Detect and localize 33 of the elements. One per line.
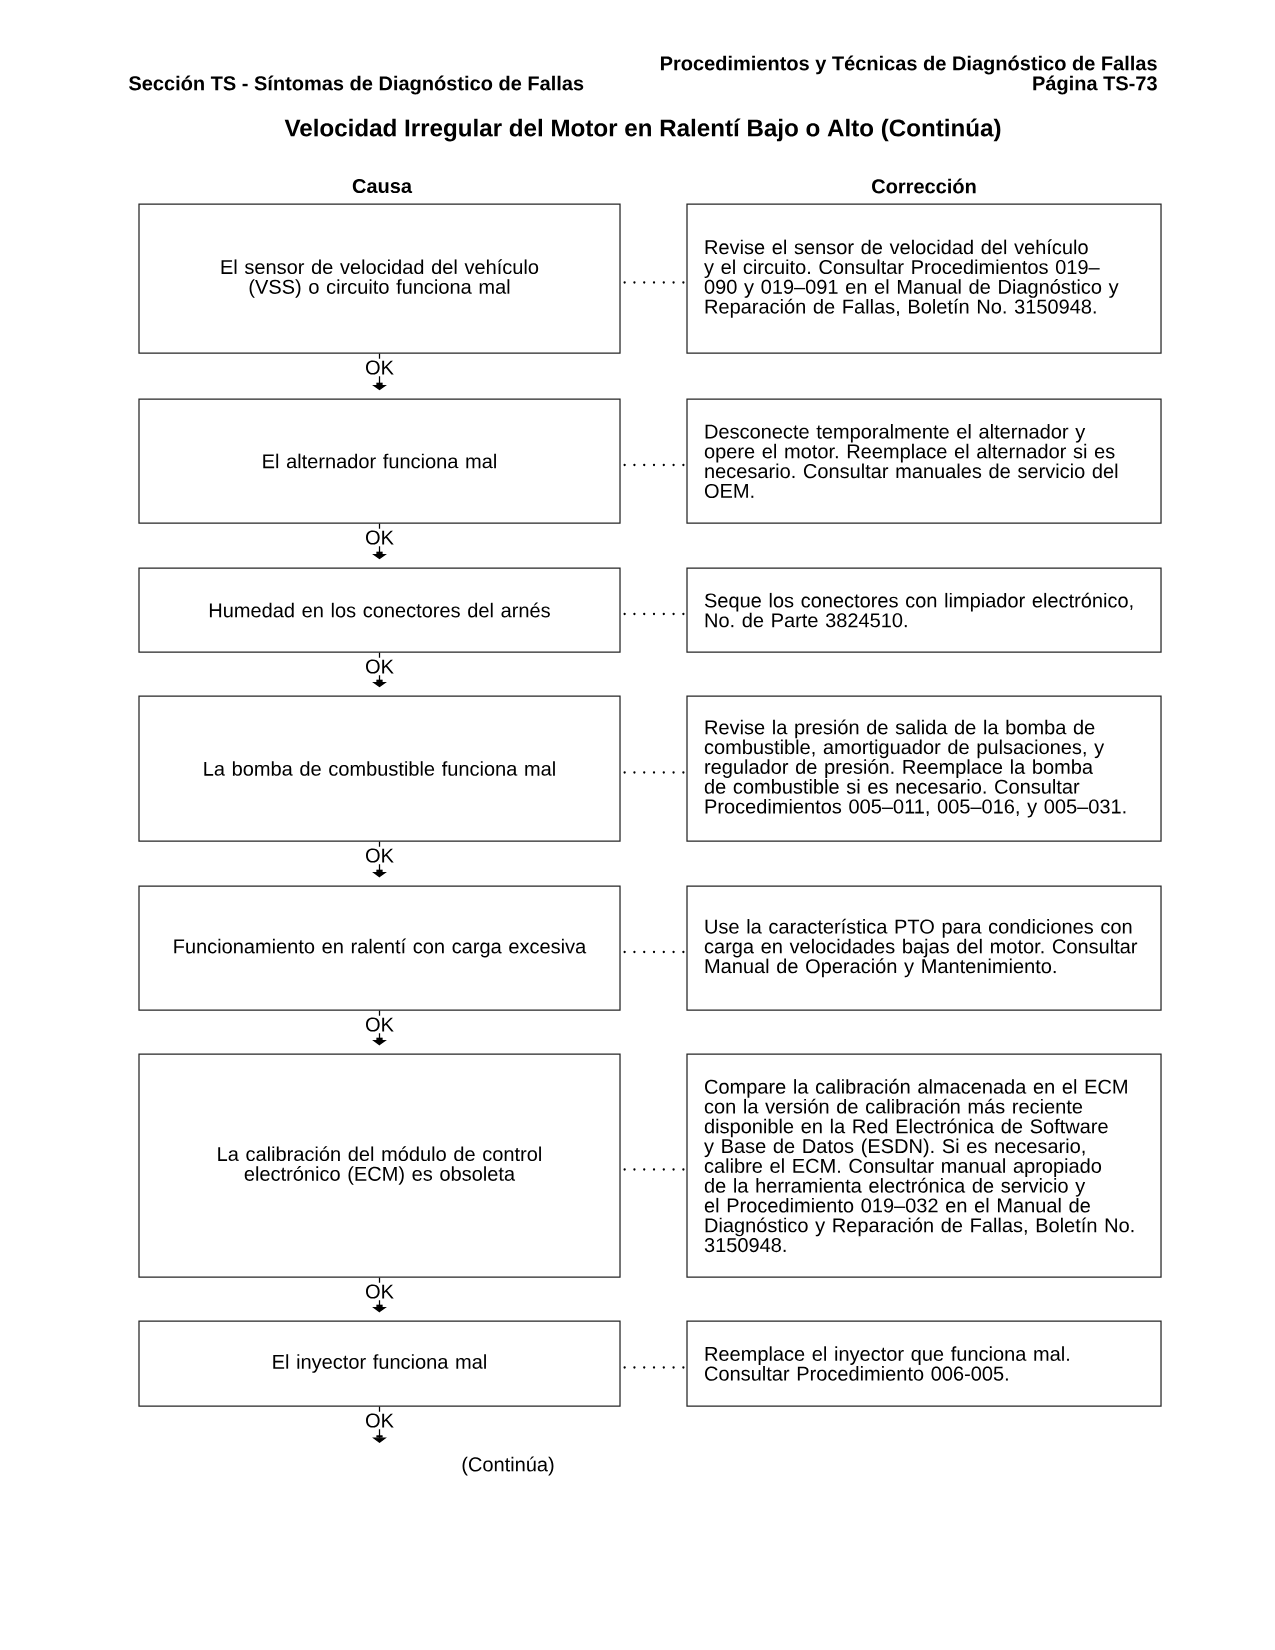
page-header: Sección TS - Síntomas de Diagnóstico de Fallas <box>129 75 584 95</box>
correction-box: Revise la presión de salida de la bomba de combustible, amortiguador de pulsaciones, y regulador de presión. Reemplace la bomba de combustible si es necesario. Consultar Procedimientos 005–011, 005–016, y 005–031. <box>686 695 1162 842</box>
page-header: Procedimientos y Técnicas de Diagnóstico de Fallas <box>661 55 1157 75</box>
cause-box: La calibración del módulo de control electrónico (ECM) es obsoleta <box>138 1053 621 1278</box>
correction-box: Seque los conectores con limpiador electrónico, No. de Parte 3824510. <box>686 567 1162 653</box>
cause-box: Funcionamiento en ralentí con carga excesiva <box>138 885 621 1011</box>
continuation-note: (Continúa) <box>462 1456 554 1476</box>
dotted-line <box>623 463 686 467</box>
edge-label: OK <box>363 528 396 547</box>
cause-box: El alternador funciona mal <box>138 398 621 524</box>
correction-box: Desconecte temporalmente el alternador y opere el motor. Reemplace el alternador si es necesario. Consultar manuales de servicio del OEM. <box>686 398 1162 524</box>
dotted-line <box>623 281 686 284</box>
title: Velocidad Irregular del Motor en Ralentí Bajo o Alto (Continúa) <box>284 118 1001 142</box>
edge-label: OK <box>363 1411 396 1430</box>
cause-box: Humedad en los conectores del arnés <box>138 567 621 653</box>
edge-label: OK <box>363 846 396 865</box>
dotted-line <box>623 1168 686 1171</box>
correction-box: Revise el sensor de velocidad del vehículo y el circuito. Consultar Procedimientos 019–090 y 019–091 en el Manual de Diagnóstico y Reparación de Fallas, Boletín No. 3150948. <box>686 203 1162 354</box>
cause-box: El inyector funciona mal <box>138 1320 621 1407</box>
edge-label: OK <box>363 1015 396 1034</box>
dotted-line <box>623 612 686 616</box>
dotted-line <box>623 771 686 774</box>
dotted-line <box>623 1366 686 1369</box>
edge-label: OK <box>363 1282 396 1301</box>
correction-box: Use la característica PTO para condiciones con carga en velocidades bajas del motor. Consultar Manual de Operación y Mantenimiento. <box>686 885 1162 1011</box>
correction-box: Reemplace el inyector que funciona mal. Consultar Procedimiento 006-005. <box>686 1320 1162 1407</box>
correction-box: Compare la calibración almacenada en el ECM con la versión de calibración más reciente disponible en la Red Electrónica de Software y Base de Datos (ESDN). Si es necesario, calibre el ECM. Consultar manual apropiado de la herramienta electrónica de servicio y el Procedimiento 019–032 en el Manual de Diagnóstico y Reparación de Fallas, Boletín No. 3150948. <box>686 1053 1162 1278</box>
edge-label: OK <box>363 358 396 377</box>
cause-box: La bomba de combustible funciona mal <box>138 695 621 842</box>
edge-label: OK <box>363 657 396 676</box>
page-header: Página TS-73 <box>1033 75 1157 95</box>
cause-box: El sensor de velocidad del vehículo (VSS) o circuito funciona mal <box>138 203 621 354</box>
dotted-line <box>623 950 686 954</box>
